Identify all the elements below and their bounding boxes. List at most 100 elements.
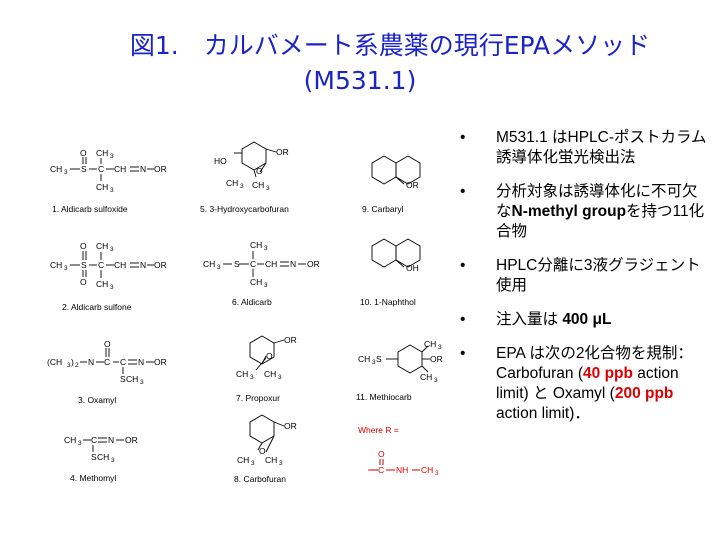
atom-label: CH xyxy=(250,277,262,287)
atom-label: OR xyxy=(307,259,320,269)
atom-label: O xyxy=(104,339,111,349)
atom-label: 3 xyxy=(240,183,244,190)
atom-label: CH xyxy=(252,180,264,190)
atom-label: CH xyxy=(424,339,436,349)
atom-label: HO xyxy=(214,156,227,166)
atom-label: 3 xyxy=(372,359,376,366)
atom-label: 3 xyxy=(110,246,114,253)
atom-label: N xyxy=(88,357,94,367)
compound-name-3: 3. Oxamyl xyxy=(78,395,116,405)
atom-label: CH xyxy=(358,354,370,364)
where-r-label: Where R = xyxy=(358,425,399,435)
where-r-c: C xyxy=(378,465,384,475)
atom-label: CH xyxy=(203,259,215,269)
compound-name-8: 8. Carbofuran xyxy=(234,474,286,484)
bullet-list: M531.1 はHPLC-ポストカラム誘導体化蛍光検出法 分析対象は誘導体化に不… xyxy=(458,128,708,438)
atom-label: 3 xyxy=(264,245,268,252)
atom-label: S xyxy=(91,452,97,462)
atom-label: OR xyxy=(284,335,297,345)
atom-label: OR xyxy=(154,357,167,367)
atom-label: CH xyxy=(64,435,76,445)
atom-label: O xyxy=(80,241,87,251)
compound-name-1: 1. Aldicarb sulfoxide xyxy=(52,204,128,214)
bullet-item: EPA は次の2化合物を規制： Carbofuran (40 ppb actio… xyxy=(458,344,708,424)
atom-label: CH xyxy=(114,164,126,174)
atom-label: CH xyxy=(265,455,277,465)
page-title: 図1. カルバメート系農薬の現行EPAメソッド xyxy=(129,31,651,60)
atom-label: 3 xyxy=(266,185,270,192)
atom-label: N xyxy=(138,357,144,367)
atom-label: 3 xyxy=(438,344,442,351)
atom-label: 3 xyxy=(279,460,283,467)
atom-label: OH xyxy=(406,263,419,273)
atom-label: 3 xyxy=(110,284,114,291)
atom-label: S xyxy=(376,354,382,364)
atom-label: 3 xyxy=(434,377,438,384)
atom-label: O xyxy=(80,277,87,287)
bullet-item: 注入量は 400 μL xyxy=(458,310,708,330)
bullet-item: M531.1 はHPLC-ポストカラム誘導体化蛍光検出法 xyxy=(458,128,708,168)
atom-label: CH xyxy=(226,178,238,188)
bullet-item: HPLC分離に3液グラジェント使用 xyxy=(458,256,708,296)
where-r-o: O xyxy=(378,449,385,459)
atom-label: CH xyxy=(96,148,108,158)
atom-label: 3 xyxy=(110,153,114,160)
atom-label: C xyxy=(98,164,104,174)
atom-label: 3 xyxy=(110,187,114,194)
atom-label: 3 xyxy=(67,362,71,369)
atom-label: CH xyxy=(50,260,62,270)
atom-label: OR xyxy=(125,435,138,445)
atom-label: S xyxy=(120,374,126,384)
atom-label: 3 xyxy=(217,264,221,271)
compound-name-2: 2. Aldicarb sulfone xyxy=(62,302,132,312)
atom-label: N xyxy=(140,164,146,174)
compound-name-7: 7. Propoxur xyxy=(236,393,280,403)
bullet-item: 分析対象は誘導体化に不可欠なN-methyl groupを持つ11化合物 xyxy=(458,182,708,242)
compound-name-11: 11. Methiocarb xyxy=(356,392,412,402)
atom-label: C xyxy=(91,435,97,445)
atom-label: 3 xyxy=(111,457,115,464)
atom-label: N xyxy=(140,260,146,270)
atom-label: CH xyxy=(50,164,62,174)
compound-name-10: 10. 1-Naphthol xyxy=(360,297,416,307)
atom-label: O xyxy=(259,446,266,456)
atom-label: 3 xyxy=(251,460,255,467)
where-r-ch3: CH xyxy=(421,465,433,475)
atom-label: O xyxy=(266,351,273,361)
atom-label: 3 xyxy=(78,440,82,447)
atom-label: S xyxy=(234,259,240,269)
atom-label: (CH xyxy=(47,357,62,367)
atom-label: 3 xyxy=(140,379,144,386)
atom-label: OR xyxy=(276,147,289,157)
atom-label: OR xyxy=(430,354,443,364)
atom-label: C xyxy=(120,357,126,367)
atom-label: OR xyxy=(154,164,167,174)
atom-label: 2 xyxy=(75,362,79,369)
atom-label: C xyxy=(104,357,110,367)
compound-name-9: 9. Carbaryl xyxy=(362,204,404,214)
atom-label: CH xyxy=(237,455,249,465)
atom-label: OR xyxy=(154,260,167,270)
page-subtitle: (M531.1) xyxy=(303,66,417,95)
atom-label: OR xyxy=(284,421,297,431)
atom-label: C xyxy=(98,260,104,270)
atom-label: CH xyxy=(420,372,432,382)
atom-label: CH xyxy=(96,182,108,192)
atom-label: OR xyxy=(406,180,419,190)
atom-label: CH xyxy=(236,369,248,379)
atom-label: 3 xyxy=(278,374,282,381)
atom-label: 3 xyxy=(64,169,68,176)
atom-label: CH xyxy=(96,241,108,251)
atom-label: 3 xyxy=(64,265,68,272)
where-r-three: 3 xyxy=(435,470,439,477)
atom-label: CH xyxy=(126,374,138,384)
atom-label: CH xyxy=(96,279,108,289)
atom-label: CH xyxy=(265,259,277,269)
atom-label: ) xyxy=(71,357,74,367)
where-r-nh: NH xyxy=(396,465,408,475)
atom-label: CH xyxy=(264,369,276,379)
atom-label: C xyxy=(250,259,256,269)
atom-label: 3 xyxy=(250,374,254,381)
compound-name-5: 5. 3-Hydroxycarbofuran xyxy=(200,204,289,214)
